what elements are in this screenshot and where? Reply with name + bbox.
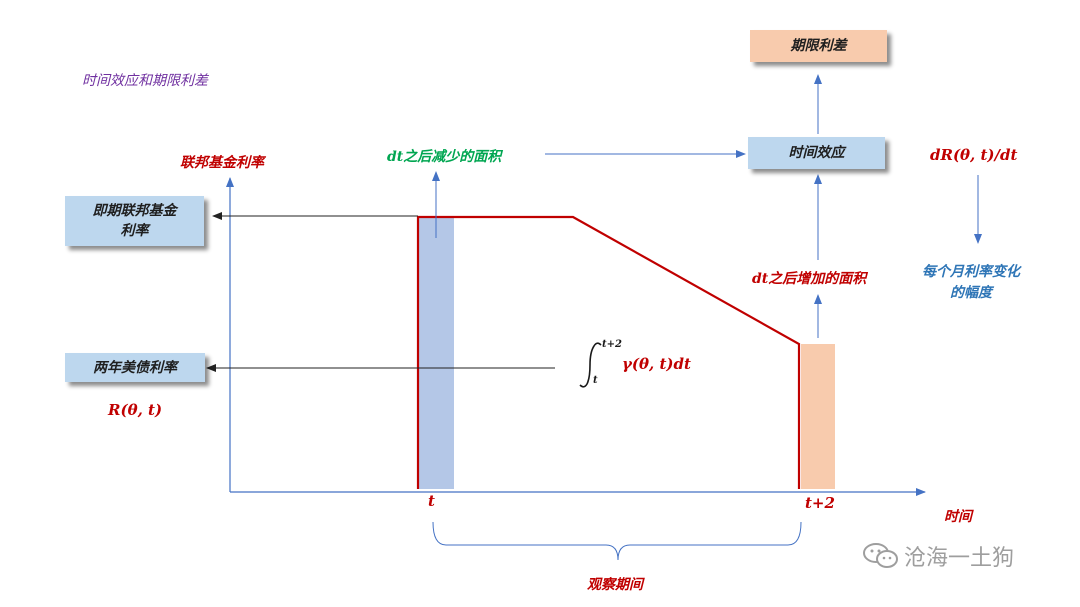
area-increase-text: 之后增加的面积	[768, 271, 867, 287]
integral-sign	[579, 342, 602, 388]
page-title: 时间效应和期限利差	[82, 73, 208, 89]
area-increase-annotation: dt之后增加的面积	[752, 268, 866, 288]
term-spread-label: 期限利差	[790, 38, 847, 54]
x-axis-label: 时间	[944, 509, 972, 525]
r-theta-t-label: R(θ, t)	[108, 401, 163, 419]
integrand: γ(θ, t)dt	[622, 355, 691, 373]
increase-area-bar	[801, 344, 835, 489]
dt-symbol: dt	[387, 149, 404, 165]
time-effect-label: 时间效应	[788, 145, 845, 161]
area-decrease-annotation: dt之后减少的面积	[387, 146, 501, 166]
observation-period-label: 观察期间	[587, 577, 643, 593]
monthly-change-label: 每个月利率变化 的幅度	[922, 264, 1020, 301]
dt-symbol-2: dt	[752, 271, 769, 287]
tick-label-t2: t+2	[805, 494, 835, 512]
term-spread-box: 期限利差	[750, 30, 887, 62]
integral-upper-limit: t+2	[602, 339, 622, 350]
area-decrease-text: 之后减少的面积	[403, 149, 502, 165]
tick-label-t: t	[428, 492, 435, 510]
rate-path-line	[416, 215, 801, 489]
spot-fed-rate-box: 即期联邦基金 利率	[65, 196, 204, 246]
watermark: 沧海一土狗	[862, 540, 1014, 572]
two-year-yield-label: 两年美债利率	[93, 359, 177, 376]
watermark-text: 沧海一土狗	[904, 546, 1015, 571]
integral-lower-limit: t	[593, 375, 598, 386]
observation-brace	[432, 521, 802, 561]
decrease-area-bar	[419, 217, 454, 489]
two-year-yield-box: 两年美债利率	[65, 353, 205, 382]
time-effect-box: 时间效应	[748, 137, 885, 169]
spot-fed-rate-label: 即期联邦基金 利率	[92, 203, 177, 239]
y-axis-label: 联邦基金利率	[180, 155, 264, 171]
drdt-label: dR(θ, t)/dt	[930, 146, 1018, 164]
wechat-icon	[863, 543, 898, 568]
